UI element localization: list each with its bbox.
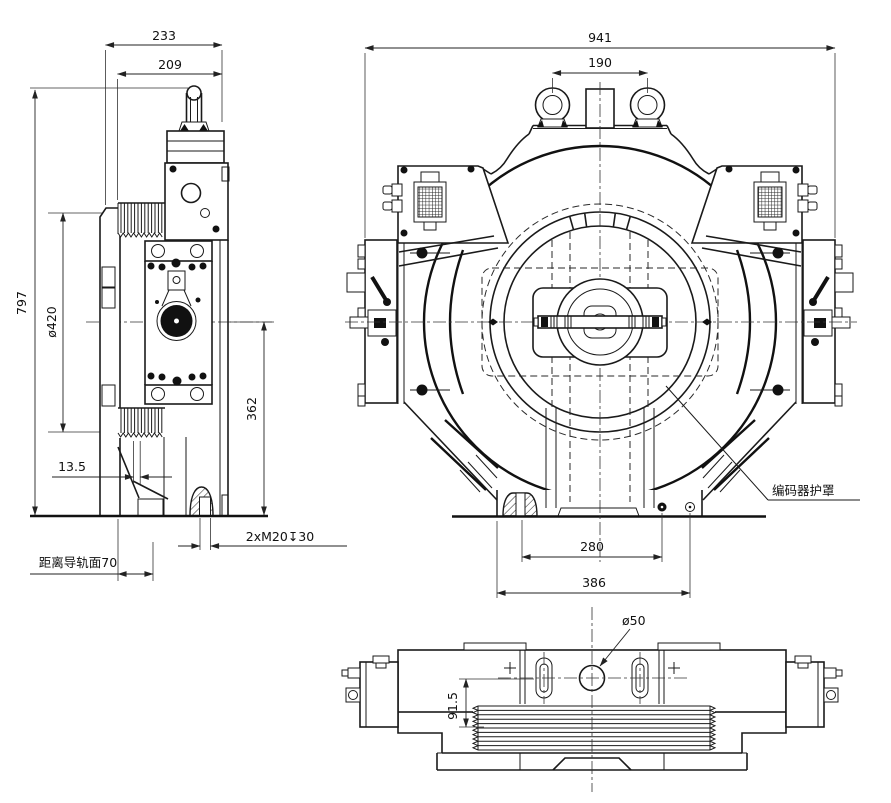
- foot-structure: [117, 437, 214, 517]
- dim-209: 209: [117, 57, 223, 200]
- lifting-eye-left: [534, 87, 571, 128]
- guide-plate: [99, 207, 121, 516]
- dim-tapped-holes-text: 2xM20↧30: [246, 529, 314, 544]
- shaft-end-keyhole: [155, 270, 201, 341]
- dim-91-5-text: 91.5: [445, 692, 460, 720]
- encoder-cover-callout: 编码器护罩: [665, 385, 860, 501]
- shaft-spline: [533, 315, 667, 329]
- dim-941: 941: [364, 30, 836, 238]
- machine-base: [452, 408, 766, 518]
- dim-386: 386: [496, 513, 691, 598]
- ring-key-tabs: [568, 212, 632, 230]
- dim-190-text: 190: [588, 55, 612, 70]
- lifting-eye-right: [629, 87, 666, 128]
- dim-91-5: 91.5: [445, 678, 534, 728]
- hub-and-shaft: [532, 278, 668, 366]
- terminal-box-left: [382, 165, 510, 244]
- sheave-grooves-lower: [117, 407, 165, 438]
- dim-tapped-holes: 2xM20↧30: [178, 518, 347, 550]
- side-bracket-left: [346, 239, 450, 407]
- dim-280: 280: [521, 513, 663, 562]
- dim-280-text: 280: [580, 539, 604, 554]
- dim-362: 362: [230, 321, 272, 516]
- dim-190: 190: [552, 55, 648, 93]
- bolt-dots: [147, 258, 207, 386]
- side-bracket-right: [750, 239, 854, 407]
- rail-distance-note: 距离导轨面70: [30, 519, 154, 581]
- end-cap-right: [785, 655, 843, 728]
- dim-362-text: 362: [244, 397, 259, 421]
- top-terminal-block: [166, 130, 225, 164]
- front-view: 941 190 280 386 编码器护罩: [345, 30, 860, 598]
- bearing-plate-assembly: [144, 240, 213, 405]
- terminal-box-right: [690, 165, 818, 244]
- dim-233: 233: [105, 28, 223, 205]
- dim-rope-hole-text: ø50: [622, 613, 646, 628]
- eyebolt: [178, 85, 210, 132]
- top-view: 91.5 ø50: [341, 607, 843, 792]
- rail-distance-text: 距离导轨面70: [39, 555, 117, 570]
- support-leg-right: [701, 401, 797, 516]
- dim-209-text: 209: [158, 57, 182, 72]
- dim-rope-hole: ø50: [599, 613, 646, 667]
- dim-sheave-diameter-text: ø420: [44, 306, 59, 338]
- dim-13-5: 13.5: [52, 441, 172, 484]
- center-block-edges: [519, 650, 665, 712]
- sheave-grooves-upper: [117, 202, 165, 238]
- side-view: 233 209 797 ø420: [14, 28, 347, 581]
- encoder-cover-label: 编码器护罩: [772, 483, 835, 498]
- support-leg-left: [403, 401, 499, 516]
- cable-glands-left: [382, 183, 403, 213]
- dim-386-text: 386: [582, 575, 606, 590]
- sheave-grooves-top-view: [471, 704, 717, 752]
- dim-797: 797: [14, 87, 188, 516]
- machine-body-side: [164, 162, 230, 517]
- dim-941-text: 941: [588, 30, 612, 45]
- end-cap-left: [341, 655, 399, 728]
- dim-797-text: 797: [14, 291, 29, 315]
- position-crosses: [504, 662, 680, 674]
- dim-13-5-text: 13.5: [58, 459, 86, 474]
- cable-glands-right: [797, 183, 818, 213]
- dim-233-text: 233: [152, 28, 176, 43]
